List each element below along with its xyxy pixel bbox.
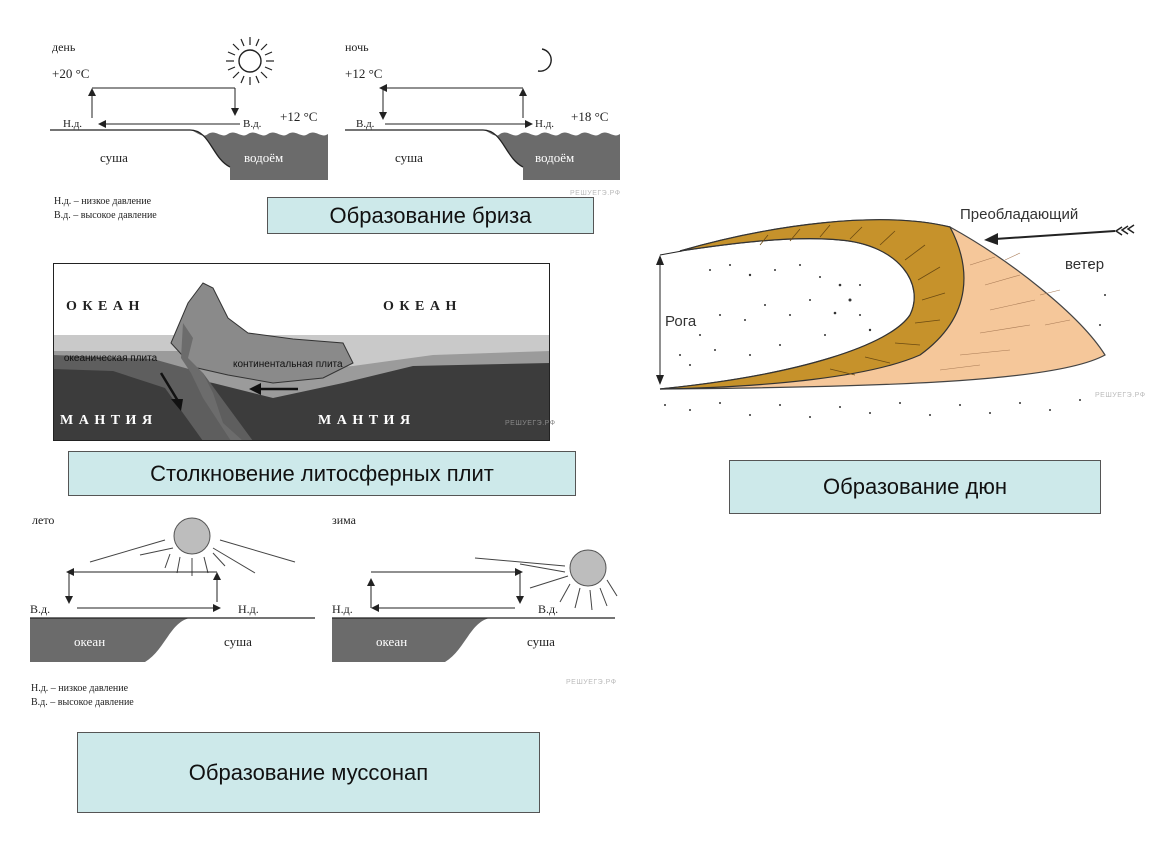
breeze-night-low-pressure: Н.д. bbox=[535, 118, 555, 130]
monsoon-watermark: РЕШУЕГЭ.РФ bbox=[566, 679, 617, 686]
plates-continental-plate: континентальная плита bbox=[233, 359, 343, 370]
dune-wind-label-line1: Преобладающий bbox=[960, 206, 1079, 223]
plates-mantle-left: М А Н Т И Я bbox=[60, 413, 154, 428]
monsoon-winter-low-pressure: Н.д. bbox=[332, 602, 353, 616]
breeze-day-land-temp: +20 °C bbox=[52, 66, 90, 81]
breeze-legend-low: Н.д. – низкое давление bbox=[54, 196, 152, 207]
monsoon-summer-ocean: океан bbox=[74, 634, 106, 649]
monsoon-legend-low: Н.д. – низкое давление bbox=[31, 683, 129, 694]
monsoon-winter-title: зима bbox=[332, 513, 356, 527]
monsoon-winter-land: суша bbox=[527, 634, 555, 649]
breeze-night-land: суша bbox=[395, 150, 423, 165]
breeze-day-title: день bbox=[52, 40, 76, 54]
breeze-night-land-temp: +12 °C bbox=[345, 66, 383, 81]
moon-icon bbox=[537, 48, 552, 72]
monsoon-summer-graphic bbox=[30, 517, 315, 662]
monsoon-summer-high-pressure: В.д. bbox=[30, 602, 51, 616]
plates-ocean-right: О К Е А Н bbox=[383, 299, 458, 314]
plates-caption: Столкновение литосферных плит bbox=[68, 451, 576, 496]
monsoon-summer-title: лето bbox=[32, 513, 55, 527]
plates-graphic bbox=[53, 263, 550, 441]
monsoon-winter-ocean: океан bbox=[376, 634, 408, 649]
dunes-watermark: РЕШУЕГЭ.РФ bbox=[1095, 392, 1146, 399]
breeze-caption: Образование бриза bbox=[267, 197, 594, 234]
monsoon-winter-high-pressure: В.д. bbox=[538, 602, 559, 616]
monsoon-winter-graphic bbox=[332, 549, 618, 662]
dunes-caption: Образование дюн bbox=[729, 460, 1101, 514]
monsoon-legend: Н.д. – низкое давление В.д. – высокое да… bbox=[31, 682, 134, 710]
breeze-night-graphic bbox=[345, 48, 620, 180]
monsoon-legend-high: В.д. – высокое давление bbox=[31, 697, 134, 708]
breeze-day-water: водоём bbox=[244, 150, 284, 165]
sand-dots bbox=[664, 264, 1106, 418]
breeze-legend-high: В.д. – высокое давление bbox=[54, 210, 157, 221]
breeze-legend: Н.д. – низкое давление В.д. – высокое да… bbox=[54, 195, 157, 223]
dune-graphic bbox=[656, 219, 1135, 418]
sun-icon bbox=[474, 549, 618, 611]
breeze-night-water-temp: +18 °C bbox=[571, 109, 609, 124]
breeze-day-land: суша bbox=[100, 150, 128, 165]
breeze-night-title: ночь bbox=[345, 40, 369, 54]
plates-mantle-right: М А Н Т И Я bbox=[318, 413, 412, 428]
breeze-night-water: водоём bbox=[535, 150, 575, 165]
plates-watermark: РЕШУЕГЭ.РФ bbox=[505, 420, 556, 427]
sun-icon bbox=[226, 37, 274, 85]
sun-icon bbox=[89, 517, 296, 576]
dune-wind-label-line2: ветер bbox=[1065, 256, 1105, 273]
plates-oceanic-plate: океаническая плита bbox=[63, 353, 158, 364]
breeze-day-graphic bbox=[50, 37, 328, 180]
monsoon-summer-land: суша bbox=[224, 634, 252, 649]
monsoon-summer-low-pressure: Н.д. bbox=[238, 602, 259, 616]
breeze-watermark: РЕШУЕГЭ.РФ bbox=[570, 190, 621, 197]
breeze-day-low-pressure: Н.д. bbox=[63, 118, 83, 130]
breeze-day-water-temp: +12 °C bbox=[280, 109, 318, 124]
breeze-day-high-pressure: В.д. bbox=[243, 118, 262, 130]
breeze-night-high-pressure: В.д. bbox=[356, 118, 375, 130]
monsoon-caption: Образование муссонап bbox=[77, 732, 540, 813]
dune-horns-label: Рога bbox=[665, 313, 697, 330]
plates-ocean-left: О К Е А Н bbox=[66, 299, 141, 314]
